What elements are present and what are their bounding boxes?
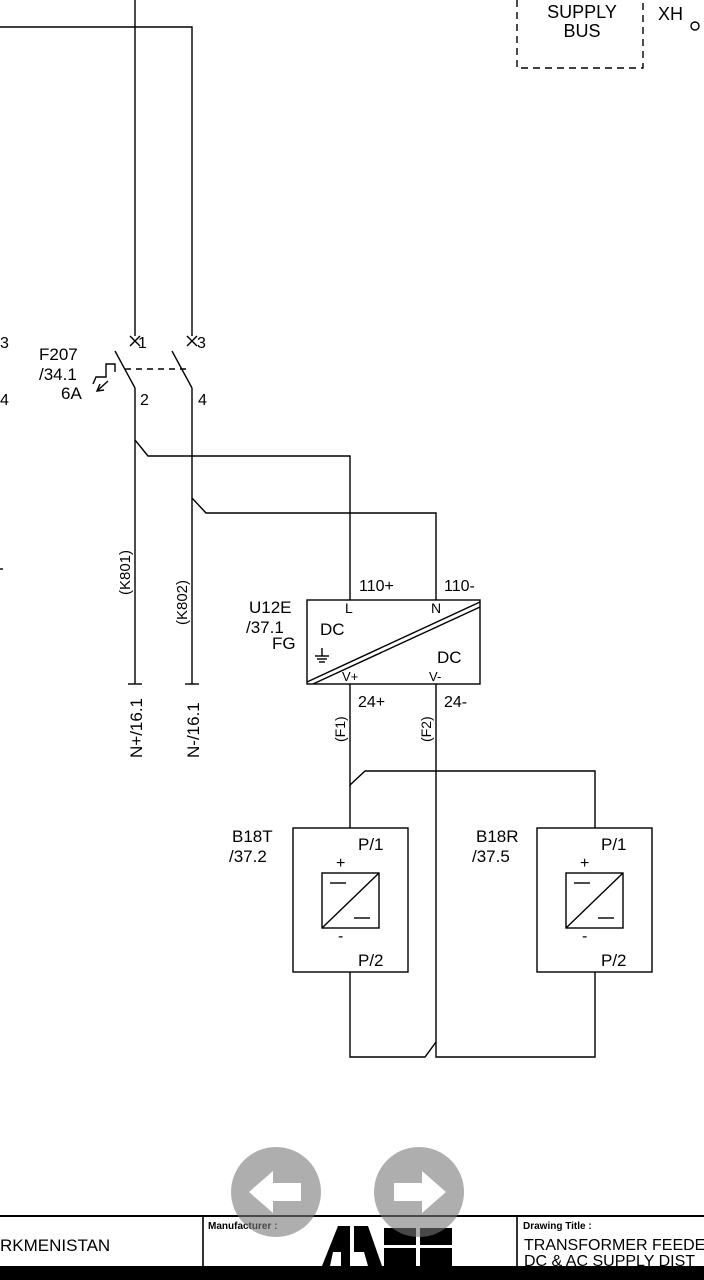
drawing-title-line1: TRANSFORMER FEEDER [524, 1237, 704, 1254]
supply-bus-label-2: BUS [563, 21, 600, 41]
converter-pin-vplus: V+ [342, 669, 358, 684]
breaker-pin-3: 3 [197, 335, 206, 352]
xh-terminal-label: XH [658, 4, 683, 24]
ground-icon [315, 648, 329, 663]
wire-label-f1: (F1) [332, 716, 348, 742]
incoming-wires [0, 0, 193, 336]
transducer-t-symbol-icon [321, 872, 380, 929]
arrow-right-icon [394, 1171, 446, 1213]
supply-bus: SUPPLY BUS XH [516, 0, 700, 69]
converter-pin-vminus: V- [429, 669, 441, 684]
transducer-t-minus: - [338, 928, 343, 945]
edge-label-bottom: 4 [0, 392, 9, 409]
breaker-pin-1: 1 [138, 335, 147, 352]
breaker-rating: 6A [61, 384, 82, 403]
breaker-pin-4: 4 [198, 392, 207, 409]
title-block: RKMENISTAN Manufacturer : Drawing Title … [0, 1215, 704, 1270]
transducer-r-minus: - [582, 928, 587, 945]
transducer-r-plus: + [580, 855, 589, 872]
transducer-r-symbol-icon [565, 872, 624, 929]
converter-in-plus: 110+ [359, 578, 394, 595]
previous-page-button[interactable] [231, 1147, 321, 1237]
wire-label-n-plus: N+/16.1 [127, 698, 146, 758]
converter-out-minus: 24- [444, 694, 467, 711]
drawing-title-line2: DC & AC SUPPLY DIST [524, 1253, 695, 1270]
converter-tag: U12E [249, 598, 292, 617]
transducer-r-p2: P/2 [601, 951, 627, 970]
arrow-left-icon [249, 1171, 301, 1213]
edge-label-top: 3 [0, 335, 9, 352]
converter-dc-left: DC [320, 620, 345, 639]
transducer-t-ref: /37.2 [229, 847, 267, 866]
distribution-wires [128, 395, 437, 685]
converter-out-plus: 24+ [358, 694, 385, 711]
converter-ref: /37.1 [246, 618, 284, 637]
transducer-t-p1: P/1 [358, 835, 384, 854]
transducer-r-tag: B18R [476, 827, 519, 846]
thermal-trip-icon [92, 363, 116, 385]
transducer-b18t: P/1 P/2 + - B18T /37.2 [229, 827, 409, 973]
transducer-r-ref: /37.5 [472, 847, 510, 866]
converter-fg: FG [272, 634, 296, 653]
converter-u12e: 110+ 110- L N DC DC V+ V- U12E /37.1 FG … [246, 578, 481, 711]
breaker-ref: /34.1 [39, 365, 77, 384]
location-text: RKMENISTAN [0, 1236, 110, 1255]
wire-label-k802: (K802) [174, 580, 191, 625]
next-page-button[interactable] [374, 1147, 464, 1237]
transducer-t-p2: P/2 [358, 951, 384, 970]
xh-terminal-icon [690, 21, 700, 31]
transducer-r-p1: P/1 [601, 835, 627, 854]
converter-dc-right: DC [437, 648, 462, 667]
breaker-f207: 1 3 2 4 F207 /34.1 6A [39, 335, 207, 409]
transducer-t-plus: + [336, 855, 345, 872]
transducer-t-tag: B18T [232, 827, 273, 846]
breaker-tag: F207 [39, 345, 78, 364]
supply-bus-label-1: SUPPLY [547, 2, 617, 22]
transducer-b18r: P/1 P/2 + - B18R /37.5 [472, 827, 653, 973]
breaker-pin-2: 2 [140, 392, 149, 409]
dc-output-wires [349, 684, 596, 1058]
converter-pin-n: N [431, 600, 441, 616]
manufacturer-label: Manufacturer : [208, 1221, 277, 1232]
converter-pin-l: L [345, 600, 353, 616]
screen-bottom-edge [0, 1266, 704, 1280]
converter-in-minus: 110- [444, 578, 475, 595]
wire-label-n-minus: N-/16.1 [184, 702, 203, 758]
wire-label-k801: (K801) [117, 550, 134, 595]
wire-label-f2: (F2) [418, 716, 434, 742]
drawing-title-label: Drawing Title : [523, 1221, 592, 1232]
dc-dc-converter-icon [306, 601, 481, 683]
